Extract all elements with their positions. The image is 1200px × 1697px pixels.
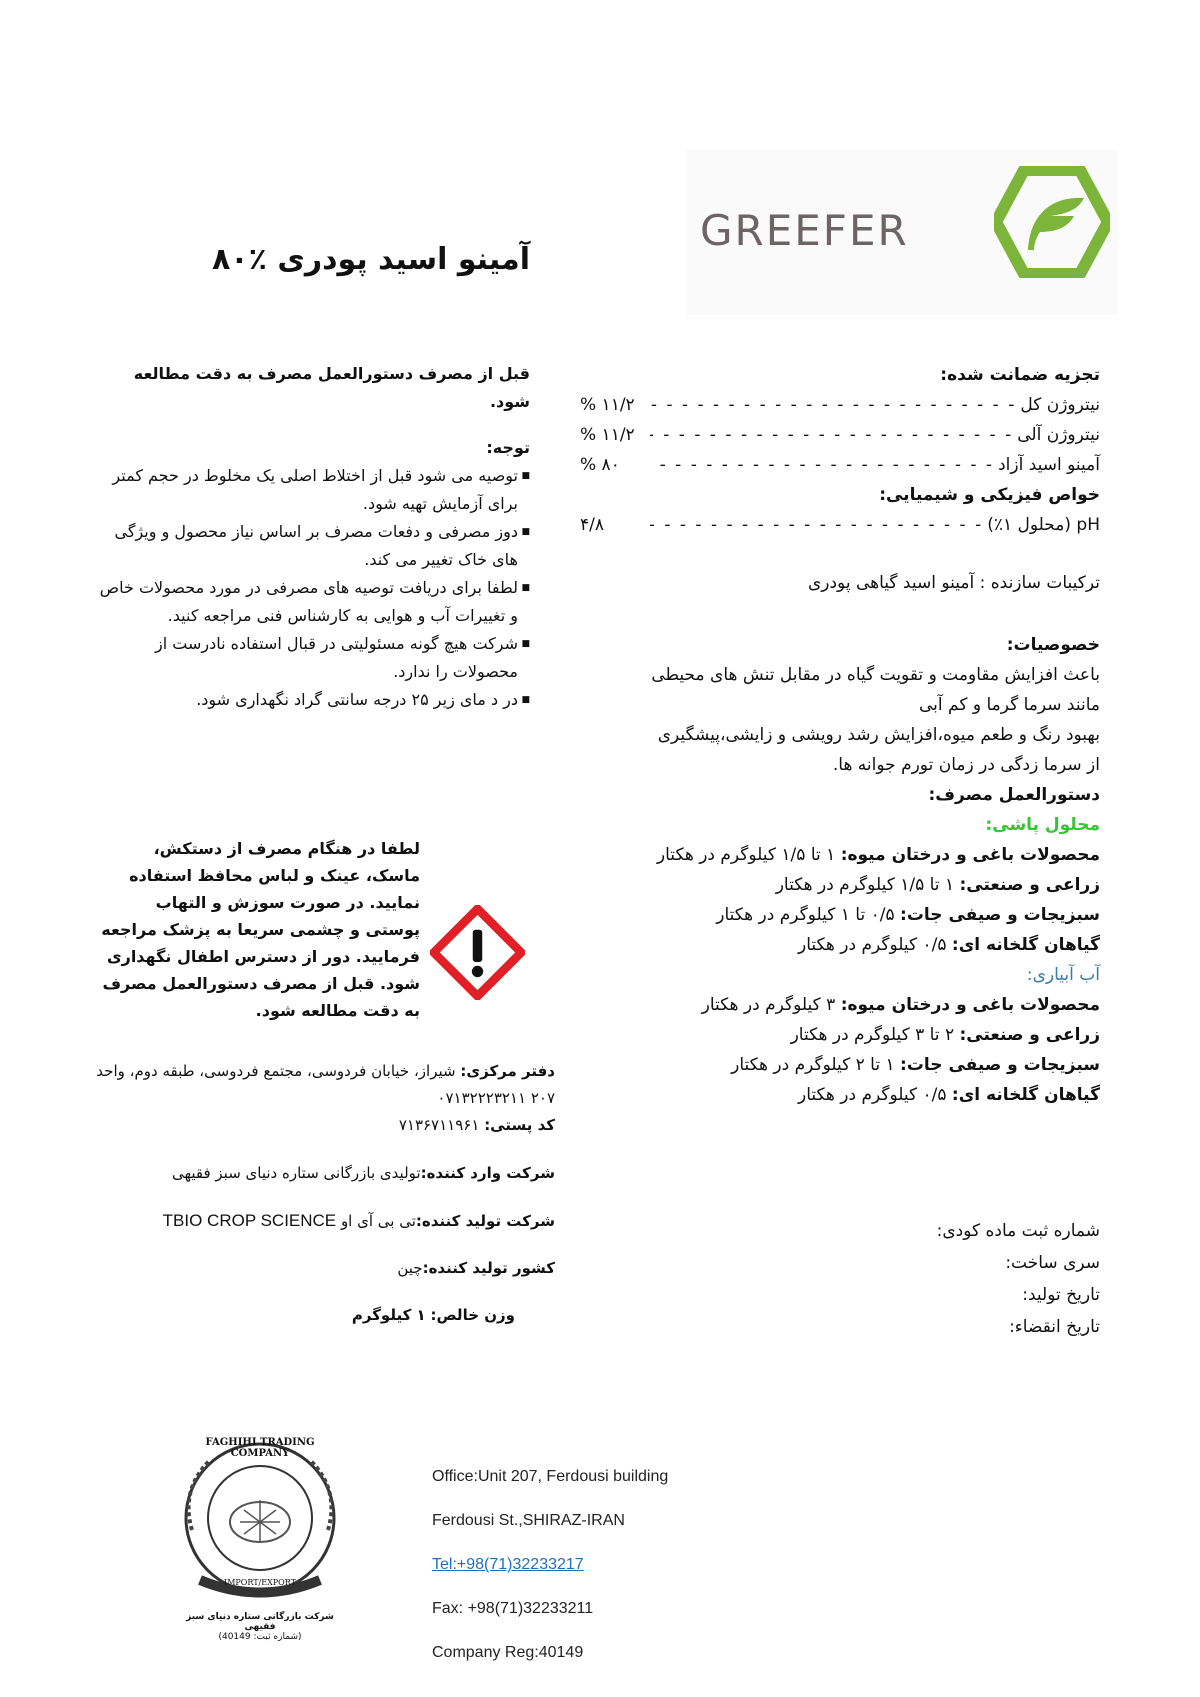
ph-value: ۴/۸: [580, 515, 604, 535]
dose: ۰/۵ تا ۱ کیلوگرم در هکتار: [716, 905, 895, 925]
irrigation-row: سبزیجات و صیفی جات: ۱ تا ۲ کیلوگرم در هک…: [580, 1050, 1100, 1080]
spray-row: محصولات باغی و درختان میوه: ۱ تا ۱/۵ کیل…: [580, 840, 1100, 870]
country-label: کشور تولید کننده:: [422, 1259, 555, 1277]
mfg-date-label: تاریخ تولید:: [1022, 1285, 1100, 1305]
spec-label: نیتروژن کل: [1020, 395, 1100, 415]
dose: ۱ تا ۱/۵ کیلوگرم در هکتار: [775, 875, 955, 895]
series-label: سری ساخت:: [1005, 1253, 1100, 1273]
crop-label: محصولات باغی و درختان میوه:: [840, 995, 1100, 1015]
importer-value: تولیدی بازرگانی ستاره دنیای سبز فقیهی: [171, 1164, 421, 1182]
spec-value: % ۱۱/۲: [580, 395, 635, 415]
office-address: دفتر مرکزی: شیراز، خیابان فردوسی، مجتمع …: [90, 1058, 555, 1139]
note-item: شرکت هیچ گونه مسئولیتی در قبال استفاده ن…: [90, 630, 530, 686]
dose: ۳ کیلوگرم در هکتار: [701, 995, 836, 1015]
usage-heading: دستورالعمل مصرف:: [928, 785, 1100, 805]
ingredients: ترکیبات سازنده : آمینو اسید گیاهی پودری: [807, 573, 1100, 593]
office-label: دفتر مرکزی:: [460, 1062, 555, 1080]
producer-value: تی بی آی او: [340, 1212, 416, 1230]
note-item: توصیه می شود قبل از اختلاط اصلی یک مخلوط…: [90, 462, 530, 518]
footer-street: Ferdousi St.,SHIRAZ-IRAN: [432, 1512, 625, 1529]
dose: ۰/۵ کیلوگرم در هکتار: [798, 935, 947, 955]
features-heading: خصوصیات:: [1006, 635, 1100, 655]
dose: ۰/۵ کیلوگرم در هکتار: [798, 1085, 947, 1105]
specs-column: تجزیه ضمانت شده: نیتروژن کل - - - - - - …: [580, 360, 1100, 1110]
feature-line: باعث افزایش مقاومت و تقویت گیاه در مقابل…: [651, 665, 1100, 685]
logo-wordmark: GREEFER: [700, 206, 909, 255]
footer-company-reg: Company Reg:40149: [432, 1644, 584, 1661]
spec-row: نیتروژن کل - - - - - - - - - - - - - - -…: [580, 390, 1100, 420]
note-heading: توجه:: [486, 438, 530, 457]
ph-label: pH (محلول ۱٪): [987, 515, 1100, 535]
spec-row: آمینو اسید آزاد - - - - - - - - - - - - …: [580, 450, 1100, 480]
footer-fax: Fax: +98(71)32233211: [432, 1600, 594, 1617]
dose: ۱ تا ۱/۵ کیلوگرم در هکتار: [656, 845, 836, 865]
seal-caption: شرکت بازرگانی ستاره دنیای سبز فقیهی: [186, 1612, 334, 1632]
hexagon-leaf-icon: [994, 166, 1110, 278]
spray-row: گیاهان گلخانه ای: ۰/۵ کیلوگرم در هکتار: [580, 930, 1100, 960]
crop-label: گیاهان گلخانه ای:: [951, 1085, 1100, 1105]
note-item: لطفا برای دریافت توصیه های مصرفی در مورد…: [90, 574, 530, 630]
producer-en: TBIO CROP SCIENCE: [162, 1211, 337, 1230]
office-value: شیراز، خیابان فردوسی، مجتمع فردوسی، طبقه…: [96, 1062, 555, 1107]
weight-value: ۱ کیلوگرم: [351, 1306, 426, 1324]
seal-emblem-icon: [184, 1442, 336, 1598]
seal-top-text: FAGHIHI TRADING COMPANY: [205, 1437, 315, 1459]
product-title: آمینو اسید پودری ٪۸۰: [211, 242, 530, 277]
company-info: شرکت وارد کننده:تولیدی بازرگانی ستاره دن…: [90, 1160, 555, 1329]
feature-line: مانند سرما گرما و کم آبی: [919, 695, 1100, 715]
feature-line: بهبود رنگ و طعم میوه،افزایش رشد رویشی و …: [657, 725, 1100, 745]
spec-row: نیتروژن آلی - - - - - - - - - - - - - - …: [580, 420, 1100, 450]
safety-warning: لطفا در هنگام مصرف از دستکش، ماسک، عینک …: [101, 839, 420, 1020]
footer-contact: Office:Unit 207, Ferdousi building Ferdo…: [432, 1455, 852, 1675]
producer-label: شرکت تولید کننده:: [415, 1212, 555, 1230]
footer-tel-link[interactable]: Tel:+98(71)32233217: [432, 1556, 584, 1573]
seal-reg: (شماره ثبت: 40149): [218, 1632, 302, 1642]
spray-row: زراعی و صنعتی: ۱ تا ۱/۵ کیلوگرم در هکتار: [580, 870, 1100, 900]
guarantee-heading: تجزیه ضمانت شده:: [940, 365, 1100, 385]
spec-value: % ۱۱/۲: [580, 425, 635, 445]
spec-value: % ۸۰: [580, 455, 620, 475]
spray-heading: محلول پاشی:: [985, 815, 1100, 835]
spray-row: سبزیجات و صیفی جات: ۰/۵ تا ۱ کیلوگرم در …: [580, 900, 1100, 930]
batch-info: شماره ثبت ماده کودی: سری ساخت: تاریخ تول…: [880, 1215, 1100, 1343]
company-seal: FAGHIHI TRADING COMPANY IMPORT/EXPORT شر…: [170, 1430, 350, 1650]
irrigation-row: گیاهان گلخانه ای: ۰/۵ کیلوگرم در هکتار: [580, 1080, 1100, 1110]
irrigation-heading: آب آبیاری:: [1026, 965, 1100, 985]
reg-number-label: شماره ثبت ماده کودی:: [936, 1221, 1100, 1241]
seal-band-text: IMPORT/EXPORT: [224, 1578, 296, 1587]
note-item: در د مای زیر ۲۵ درجه سانتی گراد نگهداری …: [90, 686, 530, 714]
exp-date-label: تاریخ انقضاء:: [1009, 1317, 1100, 1337]
importer-label: شرکت وارد کننده:: [420, 1164, 555, 1182]
read-first-note: قبل از مصرف دستورالعمل مصرف به دقت مطالع…: [133, 364, 530, 411]
dose: ۲ تا ۳ کیلوگرم در هکتار: [790, 1025, 955, 1045]
spec-label: نیتروژن آلی: [1017, 425, 1100, 445]
notes-column: قبل از مصرف دستورالعمل مصرف به دقت مطالع…: [90, 360, 530, 714]
crop-label: زراعی و صنعتی:: [959, 875, 1100, 895]
ph-row: pH (محلول ۱٪) - - - - - - - - - - - - - …: [580, 510, 1100, 540]
crop-label: سبزیجات و صیفی جات:: [900, 905, 1100, 925]
footer-office: Office:Unit 207, Ferdousi building: [432, 1468, 669, 1485]
note-item: دوز مصرفی و دفعات مصرف بر اساس نیاز محصو…: [90, 518, 530, 574]
postal-label: کد پستی:: [484, 1116, 555, 1134]
country-value: چین: [397, 1259, 423, 1277]
brand-logo: GREEFER: [686, 150, 1118, 315]
dose: ۱ تا ۲ کیلوگرم در هکتار: [731, 1055, 895, 1075]
crop-label: زراعی و صنعتی:: [959, 1025, 1100, 1045]
crop-label: سبزیجات و صیفی جات:: [900, 1055, 1100, 1075]
weight-label: وزن خالص:: [430, 1306, 515, 1324]
hazard-exclamation-icon: [430, 905, 525, 1000]
spec-label: آمینو اسید آزاد: [998, 455, 1100, 475]
feature-line: از سرما زدگی در زمان تورم جوانه ها.: [832, 755, 1100, 775]
irrigation-row: محصولات باغی و درختان میوه: ۳ کیلوگرم در…: [580, 990, 1100, 1020]
postal-value: ۷۱۳۶۷۱۱۹۶۱: [398, 1116, 480, 1134]
crop-label: گیاهان گلخانه ای:: [951, 935, 1100, 955]
irrigation-row: زراعی و صنعتی: ۲ تا ۳ کیلوگرم در هکتار: [580, 1020, 1100, 1050]
crop-label: محصولات باغی و درختان میوه:: [840, 845, 1100, 865]
physchem-heading: خواص فیزیکی و شیمیایی:: [879, 485, 1100, 505]
